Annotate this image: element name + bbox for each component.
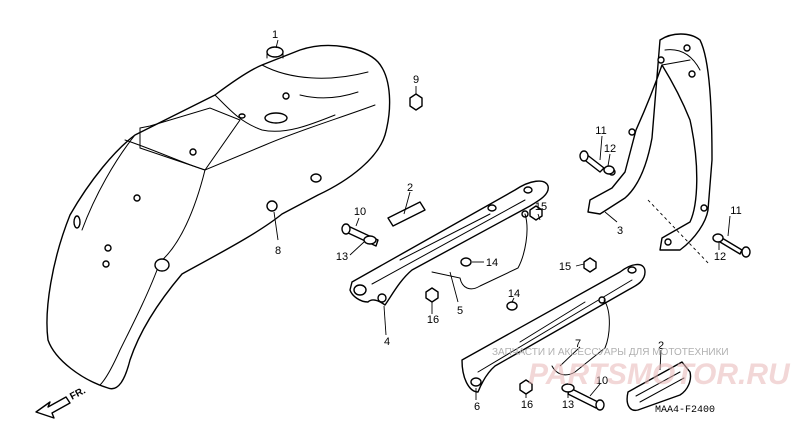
watermark-logo: PARTSMOTOR.RU <box>528 358 791 391</box>
front-arrow-icon <box>35 396 71 419</box>
label-10b: 10 <box>596 375 608 387</box>
label-10: 10 <box>354 206 366 218</box>
label-6: 6 <box>474 401 480 413</box>
label-16: 16 <box>427 314 439 326</box>
label-3: 3 <box>617 225 623 237</box>
label-13b: 13 <box>562 399 574 411</box>
front-marker: FR. <box>35 385 88 419</box>
label-14: 14 <box>486 257 498 269</box>
label-11: 11 <box>595 125 606 137</box>
label-8: 8 <box>275 245 281 257</box>
right-bracket <box>461 263 646 393</box>
watermark-tagline: ЗАПЧАСТИ И АКСЕССУАРЫ ДЛЯ МОТОТЕХНИКИ <box>492 347 729 358</box>
leader-lines <box>273 39 731 400</box>
label-15: 15 <box>535 201 547 213</box>
label-1: 1 <box>272 29 278 41</box>
label-9: 9 <box>413 74 419 86</box>
wire-stay-lower <box>551 299 610 376</box>
rear-fender <box>46 44 391 390</box>
label-2b: 2 <box>658 340 664 352</box>
label-12b: 12 <box>714 251 726 263</box>
label-16b: 16 <box>521 399 533 411</box>
wire-stay <box>431 213 528 290</box>
rear-bracket <box>587 33 713 266</box>
left-bracket <box>349 180 549 306</box>
label-12: 12 <box>604 143 616 155</box>
fasteners <box>341 93 751 411</box>
label-13: 13 <box>336 251 348 263</box>
reflector-lower <box>626 361 692 412</box>
label-15b: 15 <box>559 261 571 273</box>
front-label: FR. <box>68 385 88 402</box>
label-7: 7 <box>575 338 581 350</box>
label-4: 4 <box>384 336 390 348</box>
label-5: 5 <box>457 305 463 317</box>
label-11b: 11 <box>730 205 741 217</box>
part-labels: 1 9 2 10 13 8 15 14 5 14 16 4 11 12 3 11… <box>272 29 742 413</box>
label-14b: 14 <box>508 288 520 300</box>
diagram-code: MAA4-F2400 <box>655 405 715 416</box>
label-2: 2 <box>407 182 413 194</box>
reflector-upper <box>387 201 426 227</box>
